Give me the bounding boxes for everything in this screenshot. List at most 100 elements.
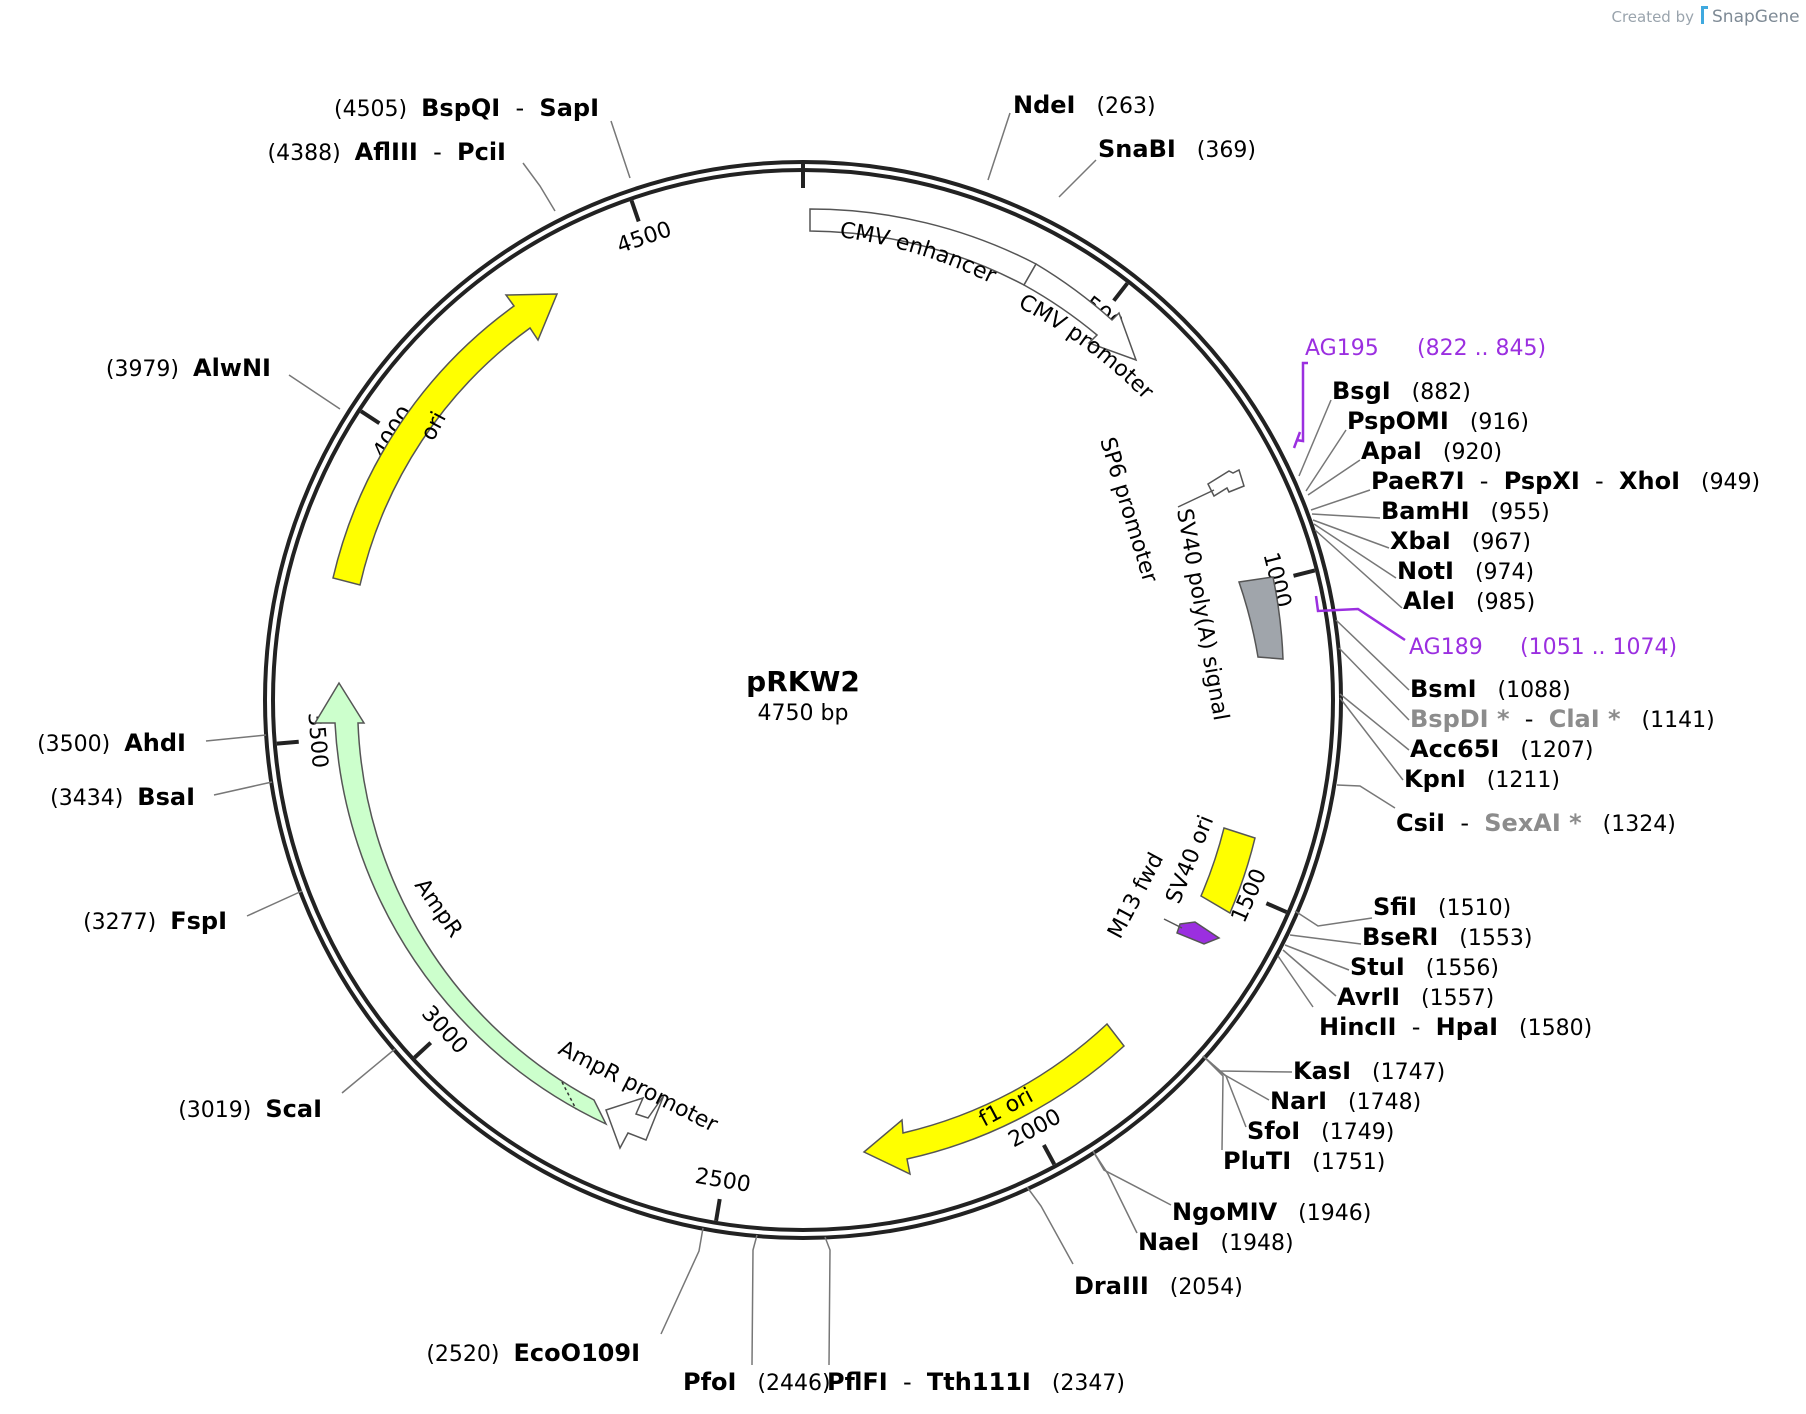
- site-position: (967): [1451, 530, 1531, 555]
- site-position: (3019): [178, 1098, 265, 1123]
- site-fspi: (3277) FspI: [83, 907, 227, 935]
- cmv-promoter-arrow: [1022, 262, 1138, 362]
- svg-text:(4505) BspQI - SapI: (4505) BspQI - SapI: [334, 94, 599, 122]
- enzyme-name: PspXI: [1504, 467, 1580, 495]
- site-position: (955): [1470, 500, 1550, 525]
- svg-text:SfiI (1510): SfiI (1510): [1373, 893, 1511, 921]
- enzyme-name: HincII: [1319, 1013, 1396, 1041]
- site-position: (1207): [1499, 738, 1593, 763]
- ampr-promoter-arrow: [605, 1094, 665, 1150]
- site-position: (3434): [50, 786, 137, 811]
- site-snabi: SnaBI (369): [1098, 135, 1256, 163]
- svg-text:NgoMIV (1946): NgoMIV (1946): [1172, 1198, 1371, 1226]
- site-bseri: BseRI (1553): [1362, 923, 1532, 951]
- leader-draiii: [1026, 1186, 1074, 1265]
- leader-xbai: [1312, 519, 1390, 549]
- enzyme-name: SnaBI: [1098, 135, 1176, 163]
- credit-brand: SnapGene: [1712, 7, 1800, 27]
- enzyme-name: BseRI: [1362, 923, 1438, 951]
- tick-4500: [629, 199, 641, 223]
- tick-1000: [1293, 568, 1316, 578]
- leader-bseri: [1289, 934, 1362, 945]
- site-position: (1748): [1327, 1090, 1421, 1115]
- site-naei: NaeI (1948): [1138, 1228, 1294, 1256]
- enzyme-name: Acc65I: [1410, 735, 1499, 763]
- svg-text:KpnI (1211): KpnI (1211): [1404, 765, 1560, 793]
- snapgene-logo-icon: [1701, 6, 1708, 24]
- svg-text:AvrII (1557): AvrII (1557): [1337, 983, 1494, 1011]
- primer-ag189: AG189 (1051 .. 1074): [1314, 595, 1677, 660]
- svg-text:HincII - HpaI (1580): HincII - HpaI (1580): [1319, 1013, 1592, 1041]
- site-position: (2054): [1149, 1275, 1243, 1300]
- svg-text:DraIII (2054): DraIII (2054): [1074, 1272, 1243, 1300]
- features: [313, 208, 1284, 1176]
- svg-text:NotI (974): NotI (974): [1397, 557, 1534, 585]
- enzyme-name: HpaI: [1436, 1013, 1498, 1041]
- credit-prefix: Created by: [1611, 8, 1694, 26]
- svg-text:NarI (1748): NarI (1748): [1270, 1087, 1421, 1115]
- enzyme-name: ApaI: [1361, 437, 1422, 465]
- svg-text:SfoI (1749): SfoI (1749): [1247, 1117, 1394, 1145]
- enzyme-name: NaeI: [1138, 1228, 1200, 1256]
- svg-text:AleI (985): AleI (985): [1403, 587, 1535, 615]
- site-separator: -: [1396, 1013, 1435, 1041]
- site-position: (920): [1422, 440, 1502, 465]
- enzyme-name: AlwNI: [193, 354, 271, 382]
- leader-xhoi: [1310, 489, 1371, 511]
- leader-snabi: [1058, 159, 1097, 198]
- site-position: (1553): [1438, 926, 1532, 951]
- leader-apai: [1307, 459, 1361, 496]
- site-nari: NarI (1748): [1270, 1087, 1421, 1115]
- tick-label-4500: 4500: [614, 217, 675, 259]
- site-position: (1749): [1300, 1120, 1394, 1145]
- site-position: (882): [1391, 380, 1471, 405]
- site-position: (1211): [1466, 768, 1560, 793]
- site-position: (1141): [1621, 708, 1715, 733]
- sv40-polya-signal-box: [1237, 576, 1284, 660]
- feature-label-sp6-promoter: SP6 promoter: [1094, 434, 1162, 586]
- leader-pflfi: [824, 1236, 831, 1366]
- site-stui: StuI (1556): [1350, 953, 1499, 981]
- site-position: (369): [1176, 138, 1256, 163]
- site-ndei: NdeI (263): [1013, 91, 1156, 119]
- leader-hpai: [1277, 955, 1314, 1008]
- tick-500: [1112, 282, 1129, 302]
- site-separator: -: [1580, 467, 1619, 495]
- enzyme-name: NarI: [1270, 1087, 1327, 1115]
- enzyme-name: PciI: [457, 138, 506, 166]
- leader-pspomi: [1305, 429, 1347, 492]
- enzyme-name: BspDI *: [1410, 705, 1510, 733]
- site-hpai: HincII - HpaI (1580): [1319, 1013, 1592, 1041]
- site-position: (2347): [1031, 1371, 1125, 1396]
- site-kpni: KpnI (1211): [1404, 765, 1560, 793]
- svg-text:NdeI (263): NdeI (263): [1013, 91, 1156, 119]
- site-separator: -: [500, 94, 539, 122]
- enzyme-name: NotI: [1397, 557, 1454, 585]
- enzyme-name: XhoI: [1619, 467, 1680, 495]
- enzyme-name: SfoI: [1247, 1117, 1300, 1145]
- leader-sapi: [610, 120, 631, 179]
- site-noti: NotI (974): [1397, 557, 1534, 585]
- enzyme-name: BspQI: [421, 94, 500, 122]
- primers: AG195 (822 .. 845) AG189 (1051 .. 1074): [1292, 336, 1677, 660]
- site-avrii: AvrII (1557): [1337, 983, 1494, 1011]
- site-position: (1510): [1417, 896, 1511, 921]
- leader-bsmi: [1335, 619, 1410, 691]
- svg-text:(3277) FspI: (3277) FspI: [83, 907, 227, 935]
- enzyme-name: PspOMI: [1347, 407, 1449, 435]
- leader-pcii: [522, 162, 556, 212]
- site-position: (974): [1454, 560, 1534, 585]
- leader-bsgi: [1298, 399, 1332, 477]
- svg-text:(2520) EcoO109I: (2520) EcoO109I: [426, 1339, 640, 1367]
- svg-text:(3434) BsaI: (3434) BsaI: [50, 783, 195, 811]
- site-apai: ApaI (920): [1361, 437, 1502, 465]
- site-acc65i: Acc65I (1207): [1410, 735, 1594, 763]
- site-position: (1556): [1405, 956, 1499, 981]
- enzyme-name: PaeR7I: [1371, 467, 1465, 495]
- enzyme-name: AhdI: [124, 729, 186, 757]
- site-separator: -: [888, 1368, 927, 1396]
- tick-label-2500: 2500: [693, 1164, 752, 1198]
- leader-scai: [341, 1048, 396, 1094]
- site-position: (2446): [736, 1371, 830, 1396]
